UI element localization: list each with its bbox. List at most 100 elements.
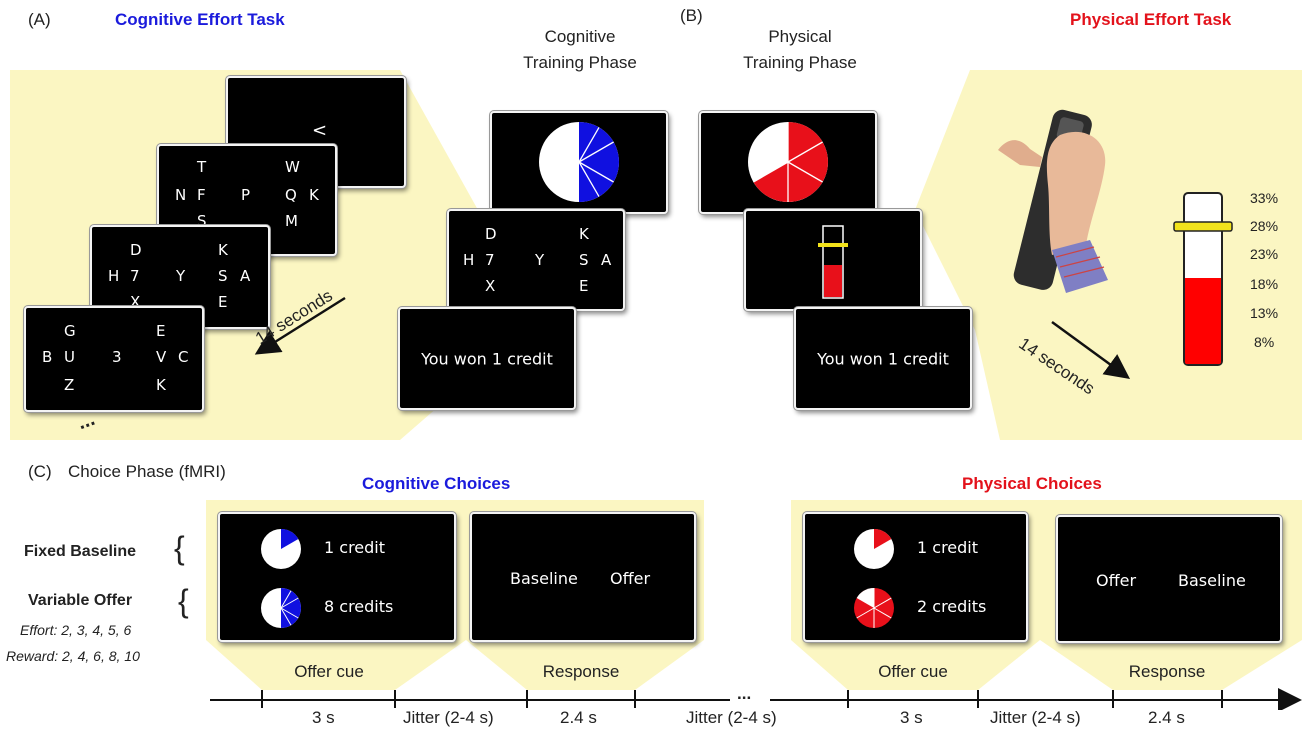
percent-label: 28% <box>1250 218 1279 234</box>
cognitive-duration-arrow <box>254 296 346 355</box>
training-grid-letter: Y <box>535 251 545 269</box>
grid1-letter: W <box>285 158 300 176</box>
phys-offer-cue-label: Offer cue <box>878 662 948 681</box>
grid2-letter: E <box>218 293 228 311</box>
training-grid-letter: A <box>601 251 612 269</box>
cognitive-training-grid-screen: D K H 7 Y S A X E <box>447 209 625 311</box>
grid2-letter: K <box>218 241 228 259</box>
grid1-letter: Q <box>285 186 297 204</box>
panel-a-label: (A) <box>28 10 51 29</box>
timeline-label: Jitter (2-4 s) <box>403 708 494 727</box>
phys-offer-credit: 2 credits <box>917 597 987 616</box>
training-grid-letter: X <box>485 277 496 295</box>
grid2-letter: X <box>130 293 141 311</box>
grid1-letter: M <box>285 212 298 230</box>
timeline-label: Jitter (2-4 s) <box>990 708 1081 727</box>
reward-levels: Reward: 2, 4, 6, 8, 10 <box>6 648 140 664</box>
cognitive-training-line1: Cognitive <box>544 27 616 46</box>
phys-baseline-credit: 1 credit <box>917 538 979 557</box>
training-grid-letter: H <box>463 251 475 269</box>
grid3-letter: 3 <box>112 348 122 366</box>
timeline-label: 2.4 s <box>560 708 597 727</box>
timeline-label: 3 s <box>900 708 923 727</box>
grid3-letter: U <box>64 348 75 366</box>
grid1-letter: P <box>241 186 251 204</box>
timeline-label: Jitter (2-4 s) <box>686 708 777 727</box>
grid1-letter: T <box>197 158 207 176</box>
cog-response-left: Baseline <box>510 569 578 588</box>
training-grid-letter: E <box>579 277 589 295</box>
grid1-letter: K <box>309 186 319 204</box>
grid3-letter: G <box>64 322 76 340</box>
grid3-letter: V <box>156 348 167 366</box>
grid2-letter: S <box>218 267 228 285</box>
cog-offer-credit: 8 credits <box>324 597 394 616</box>
arrow-symbol: < <box>312 120 328 141</box>
hand-grip-image <box>998 109 1108 293</box>
training-grid-letter: K <box>579 225 589 243</box>
grid1-letter: N <box>175 186 187 204</box>
physical-choices-title: Physical Choices <box>962 474 1102 493</box>
cognitive-feedback-screen: You won 1 credit <box>398 307 576 410</box>
physical-feedback-screen: You won 1 credit <box>794 307 972 410</box>
panel-c-label: (C) <box>28 462 52 481</box>
physical-training-pie <box>748 122 828 202</box>
grid2-letter: Y <box>176 267 186 285</box>
effort-levels: Effort: 2, 3, 4, 5, 6 <box>20 622 132 638</box>
physical-training-phase-label: Physical Training Phase <box>720 24 880 76</box>
fixed-baseline-brace: { <box>174 530 185 566</box>
grid3-letter: E <box>156 322 166 340</box>
physical-training-gauge <box>818 225 848 299</box>
percent-label: 33% <box>1250 190 1279 206</box>
cognitive-training-pie <box>539 122 619 202</box>
variable-offer-brace: { <box>178 583 189 619</box>
phys-response-left: Offer <box>1096 571 1137 590</box>
physical-won-text: You won 1 credit <box>817 349 949 368</box>
cognitive-training-phase-label: Cognitive Training Phase <box>500 24 660 76</box>
grid1-letter: F <box>197 186 206 204</box>
percent-label: 23% <box>1250 246 1279 262</box>
training-grid-letter: S <box>579 251 589 269</box>
grid3-letter: C <box>178 348 189 366</box>
training-grid-letter: 7 <box>485 251 495 269</box>
fixed-baseline-label: Fixed Baseline <box>24 543 137 560</box>
physical-training-line1: Physical <box>768 27 832 46</box>
timeline-gap-ellipsis: ... <box>737 684 752 703</box>
cognitive-training-pie-screen <box>490 111 668 214</box>
percent-label: 18% <box>1250 276 1279 292</box>
timeline-label: 2.4 s <box>1148 708 1185 727</box>
grid3-letter: B <box>42 348 53 366</box>
training-grid-letter: D <box>485 225 497 243</box>
grid3-letter: K <box>156 376 166 394</box>
cognitive-offer-pies <box>261 529 301 628</box>
physical-gauge <box>1173 192 1233 366</box>
physical-effort-task-title: Physical Effort Task <box>1070 10 1232 29</box>
cog-response-label: Response <box>542 662 620 681</box>
grid2-letter: A <box>240 267 251 285</box>
percent-label: 13% <box>1250 305 1279 321</box>
grid2-letter: H <box>108 267 120 285</box>
cognitive-training-line2: Training Phase <box>523 53 637 72</box>
cognitive-choices-title: Cognitive Choices <box>362 474 511 493</box>
cognitive-won-text: You won 1 credit <box>421 349 553 368</box>
physical-training-pie-screen <box>699 111 877 214</box>
cognitive-offer-screen: 1 credit 8 credits <box>218 512 456 642</box>
physical-offer-screen: 1 credit 2 credits <box>803 512 1028 642</box>
physical-offer-pies <box>854 529 894 628</box>
cog-baseline-credit: 1 credit <box>324 538 386 557</box>
choice-phase-title: Choice Phase (fMRI) <box>68 462 226 481</box>
phys-response-label: Response <box>1128 662 1206 681</box>
cog-offer-cue-label: Offer cue <box>294 662 364 681</box>
timeline-axis <box>210 688 1302 710</box>
physical-duration-arrow <box>1051 320 1131 379</box>
grid3-letter: Z <box>64 376 75 394</box>
phys-response-right: Baseline <box>1178 571 1246 590</box>
grid1-letter: S <box>197 212 207 230</box>
physical-training-gauge-screen <box>744 209 922 311</box>
cognitive-response-screen: Baseline Offer <box>470 512 696 642</box>
cognitive-screen-grid3: G E B U 3 V C Z K <box>24 306 204 412</box>
cog-response-right: Offer <box>610 569 651 588</box>
variable-offer-label: Variable Offer <box>28 592 133 609</box>
percent-label: 8% <box>1254 334 1275 350</box>
physical-response-screen: Offer Baseline <box>1056 515 1282 643</box>
